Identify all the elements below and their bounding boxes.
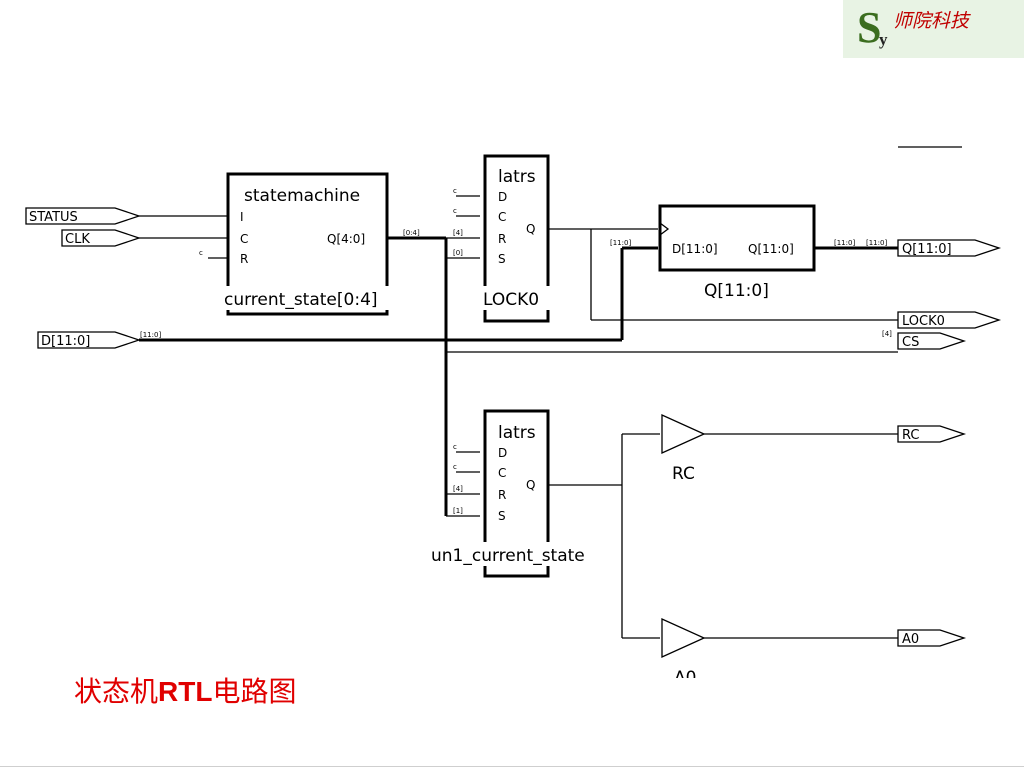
port-cs: CS bbox=[897, 332, 967, 350]
caption-part2: RTL bbox=[158, 676, 213, 707]
latch-lock0-pin-d: D bbox=[498, 190, 507, 204]
logo-letter-y: y bbox=[879, 30, 888, 49]
latch-lock0-instance: LOCK0 bbox=[483, 290, 539, 310]
latch-un1-title: latrs bbox=[498, 423, 536, 443]
bus-label-un1-r: [4] bbox=[453, 485, 463, 493]
statemachine-pin-q: Q[4:0] bbox=[327, 232, 365, 246]
const-label-un1-c: c bbox=[453, 463, 457, 471]
bus-label-cs: [4] bbox=[882, 330, 892, 338]
port-q-out: Q[11:0] bbox=[897, 239, 1002, 257]
const-label-un1-d: c bbox=[453, 443, 457, 451]
port-q-out-label: Q[11:0] bbox=[902, 242, 952, 257]
latch-lock0-pin-r: R bbox=[498, 232, 506, 246]
latch-lock0: latrs D C R S Q LOCK0 bbox=[480, 154, 554, 323]
port-rc-label: RC bbox=[902, 428, 919, 443]
footer-divider bbox=[0, 766, 1024, 767]
logo-letter-s: S bbox=[857, 3, 882, 52]
dff-pin-d: D[11:0] bbox=[672, 242, 718, 256]
logo-text: 师院科技 bbox=[893, 11, 970, 32]
port-rc: RC bbox=[897, 425, 967, 443]
latch-un1-pin-c: C bbox=[498, 466, 506, 480]
wires bbox=[139, 195, 898, 639]
const-label-lock-d: c bbox=[453, 187, 457, 195]
latch-lock0-pin-q: Q bbox=[526, 222, 535, 236]
latch-un1-instance: un1_current_state bbox=[431, 546, 585, 566]
buffer-a0: A0 bbox=[650, 617, 730, 708]
port-clk-label: CLK bbox=[65, 232, 90, 247]
const-label-lock-c: c bbox=[453, 207, 457, 215]
bus-labels: [11:0] [0:4] [4] [0] [11:0] [11:0] [11:0… bbox=[140, 187, 892, 515]
latch-un1-pin-s: S bbox=[498, 509, 506, 523]
latch-lock0-pin-s: S bbox=[498, 252, 506, 266]
school-logo: S y 师院科技 bbox=[843, 0, 1024, 58]
statemachine-pin-c: C bbox=[240, 232, 248, 246]
dff-pin-q: Q[11:0] bbox=[748, 242, 794, 256]
bus-label-q-out-a: [11:0] bbox=[834, 239, 855, 247]
bus-label-sm-q: [0:4] bbox=[403, 229, 420, 237]
dff-instance: Q[11:0] bbox=[704, 281, 769, 301]
bus-label-dff-d: [11:0] bbox=[610, 239, 631, 247]
port-d-in: D[11:0] bbox=[37, 331, 142, 349]
port-clk: CLK bbox=[61, 229, 142, 247]
statemachine-pin-i: I bbox=[240, 210, 244, 224]
bus-label-q-out-b: [11:0] bbox=[866, 239, 887, 247]
port-a0-label: A0 bbox=[902, 632, 919, 647]
latch-un1-pin-q: Q bbox=[526, 478, 535, 492]
latch-lock0-pin-c: C bbox=[498, 210, 506, 224]
port-status: STATUS bbox=[25, 207, 142, 225]
latch-un1-pin-d: D bbox=[498, 446, 507, 460]
caption-part3: 电路图 bbox=[212, 677, 297, 708]
statemachine-pin-r: R bbox=[240, 252, 248, 266]
bus-label-lock-r: [4] bbox=[453, 229, 463, 237]
slide-caption: 状态机RTL电路图 bbox=[74, 670, 296, 710]
dff-block: D[11:0] Q[11:0] Q[11:0] bbox=[658, 204, 816, 301]
buffer-rc: RC bbox=[661, 413, 706, 484]
port-status-label: STATUS bbox=[29, 210, 78, 225]
bus-label-lock-s: [0] bbox=[453, 249, 463, 257]
caption-part1: 状态机 bbox=[74, 677, 159, 708]
statemachine-title: statemachine bbox=[244, 186, 360, 206]
statemachine-instance: current_state[0:4] bbox=[224, 290, 378, 310]
bus-label-d-in: [11:0] bbox=[140, 331, 161, 339]
port-lock0-label: LOCK0 bbox=[902, 314, 945, 329]
latch-un1-pin-r: R bbox=[498, 488, 506, 502]
latch-lock0-title: latrs bbox=[498, 167, 536, 187]
buffer-rc-label: RC bbox=[672, 464, 695, 484]
latch-un1: latrs D C R S Q un1_current_state bbox=[428, 409, 606, 578]
port-cs-label: CS bbox=[902, 335, 919, 350]
port-a0: A0 bbox=[897, 629, 967, 647]
const-label-sm-r: c bbox=[199, 249, 203, 257]
statemachine-block: statemachine I C R Q[4:0] current_state[… bbox=[222, 172, 392, 316]
bus-label-un1-s: [1] bbox=[453, 507, 463, 515]
port-lock0: LOCK0 bbox=[897, 311, 1002, 329]
port-d-in-label: D[11:0] bbox=[41, 334, 90, 349]
